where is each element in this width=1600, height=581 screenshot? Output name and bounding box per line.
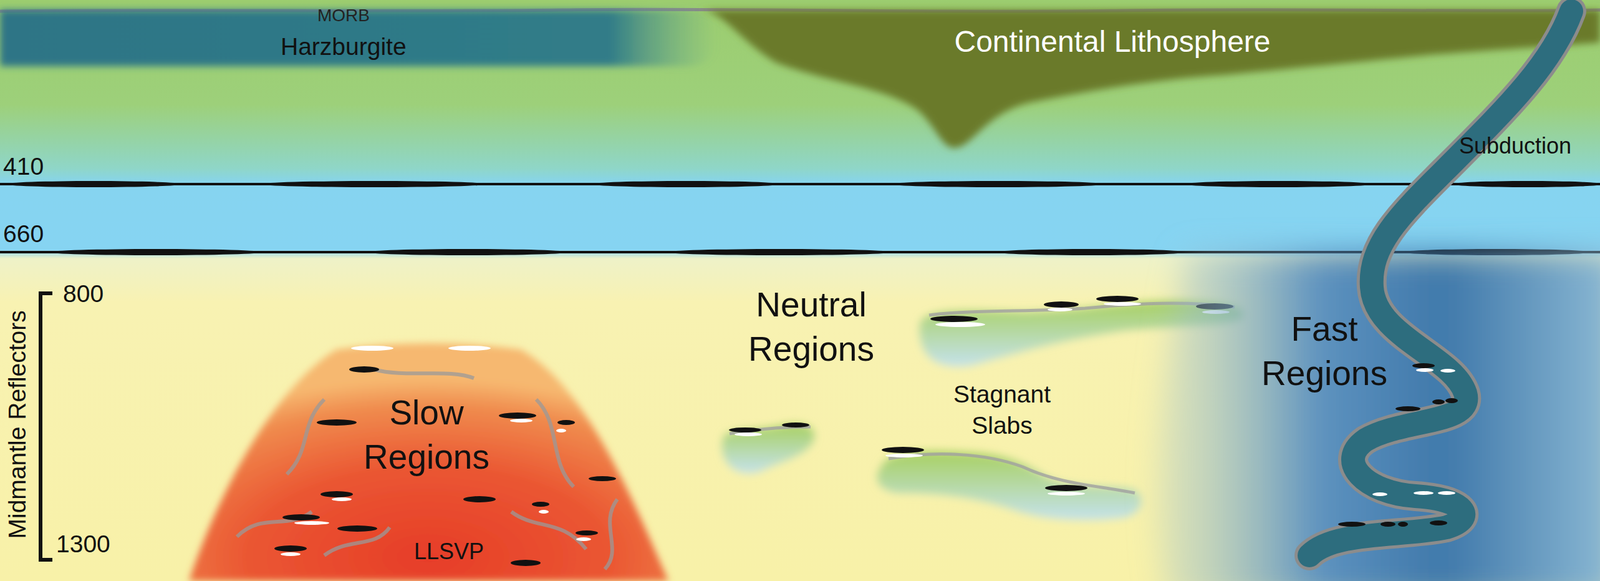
feature-label: Stagnant Slabs	[933, 378, 1071, 442]
axis-title: Midmantle Reflectors	[1, 309, 34, 539]
layer-name: MORB	[317, 4, 370, 27]
feature-label: Subduction	[1459, 131, 1572, 161]
depth-label: 800	[62, 278, 104, 310]
llsvp-region-fill	[188, 342, 669, 581]
depth-label: 1300	[56, 528, 111, 560]
region-name: Slow Regions	[345, 390, 508, 480]
region-name: Neutral Regions	[723, 282, 899, 372]
harzburgite-band: MORB Harzburgite	[0, 0, 718, 67]
depth-label: 660	[3, 218, 44, 251]
region-name: LLSVP	[414, 536, 484, 567]
layer-name: Harzburgite	[280, 31, 407, 63]
continental-lithosphere-fill	[698, 9, 1600, 148]
region-name: Continental Lithosphere	[954, 22, 1271, 62]
depth-label: 410	[3, 150, 44, 183]
region-name: Fast Regions	[1246, 306, 1403, 396]
